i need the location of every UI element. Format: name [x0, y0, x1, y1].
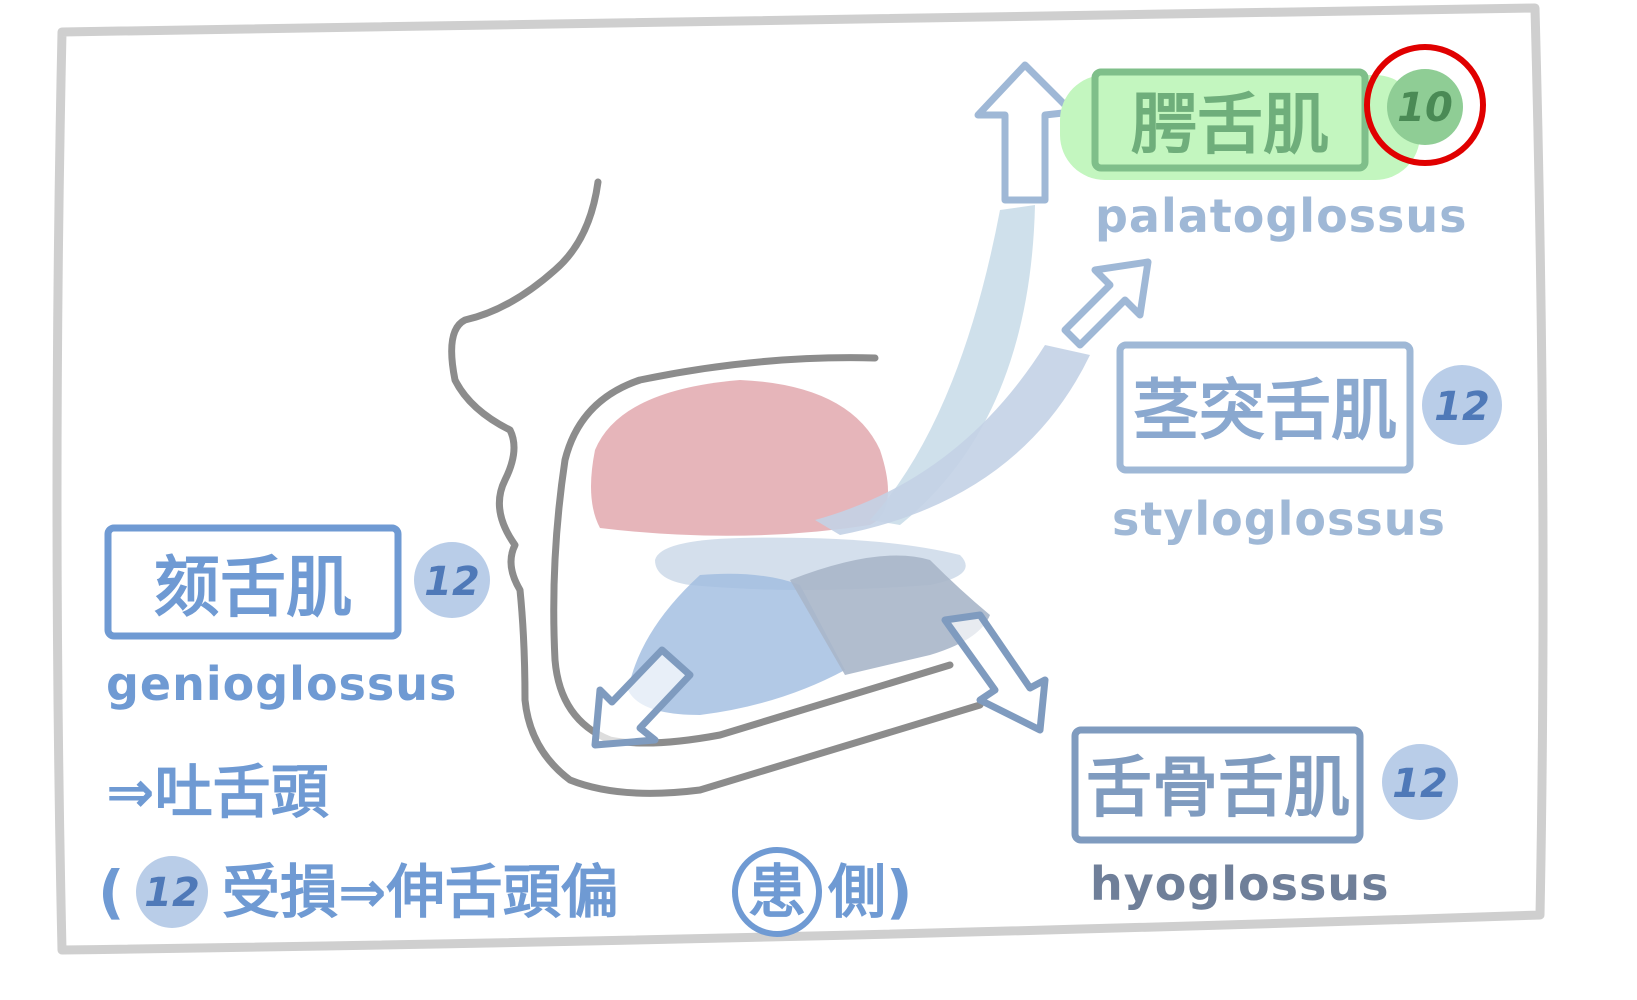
genioglossus-latin: genioglossus [106, 657, 457, 711]
palatoglossus-sweep [870, 205, 1035, 525]
palate-shape [591, 380, 888, 536]
palatoglossus-nerve-bubble [1387, 69, 1463, 145]
hyoglossus-arrow [941, 611, 1049, 734]
styloglossus-latin: styloglossus [1112, 492, 1446, 546]
palatoglossus-chinese: 腭舌肌 [1131, 86, 1329, 163]
action-note: ⇒吐舌頭 [106, 758, 330, 826]
palatoglossus-box [1091, 68, 1369, 172]
palatoglossus-latin: palatoglossus [1095, 189, 1468, 243]
genioglossus-box [104, 524, 402, 640]
palatoglossus-arrow [974, 61, 1076, 204]
styloglossus-chinese: 茎突舌肌 [1133, 372, 1397, 449]
lesion-open-paren: ( [98, 858, 125, 926]
hyoglossus-shape [790, 555, 990, 675]
genioglossus-arrow [591, 646, 694, 749]
lesion-side-word: 患 [748, 858, 806, 926]
frame-border [52, 3, 1548, 955]
lesion-note: 受損⇒伸舌頭偏 [222, 858, 619, 926]
lesion-nerve-number: 12 [144, 870, 200, 916]
styloglossus-sweep [815, 345, 1090, 535]
lesion-nerve-bubble [136, 856, 208, 928]
hyoglossus-nerve-bubble [1382, 744, 1458, 820]
hyoglossus-nerve-number: 12 [1392, 761, 1448, 807]
lesion-side-circle [732, 847, 822, 937]
genioglossus-nerve-number: 12 [424, 559, 480, 605]
face-profile-outline [448, 178, 984, 797]
palatoglossus-red-circle [1364, 44, 1486, 166]
palatoglossus-highlight [1060, 75, 1420, 180]
styloglossus-nerve-number: 12 [1434, 384, 1490, 430]
styloglossus-box [1116, 341, 1414, 474]
genioglossus-chinese: 颏舌肌 [154, 549, 352, 626]
styloglossus-nerve-bubble [1422, 365, 1502, 445]
lesion-close: 側) [827, 858, 913, 926]
styloglossus-arrow [1061, 258, 1152, 349]
palatoglossus-nerve-number: 10 [1397, 85, 1453, 131]
hyoglossus-latin: hyoglossus [1090, 857, 1390, 911]
hyoglossus-box [1071, 726, 1364, 844]
genioglossus-nerve-bubble [414, 542, 490, 618]
hyoglossus-chinese: 舌骨舌肌 [1086, 749, 1350, 826]
